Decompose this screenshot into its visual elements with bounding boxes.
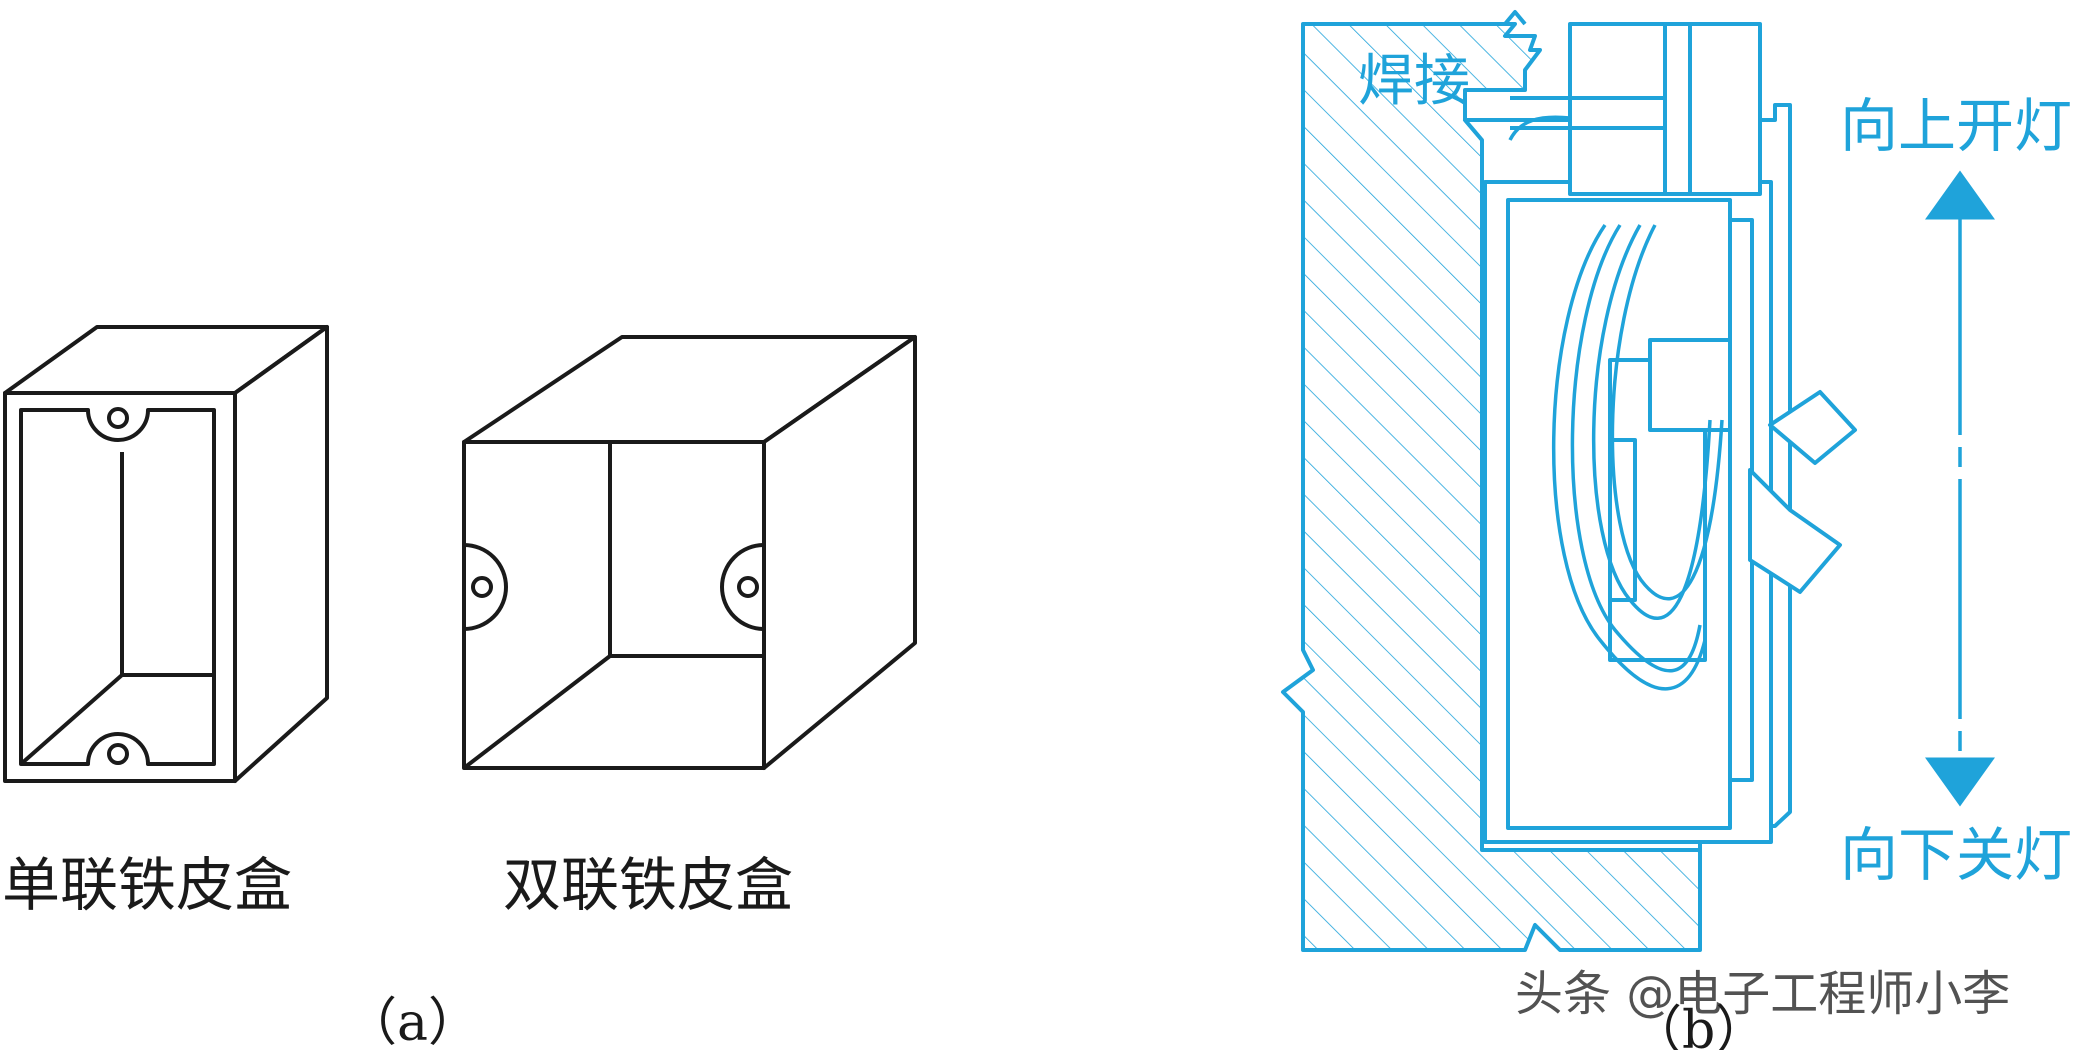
switch-down-label: 向下关灯 [1840, 821, 2072, 889]
switch-wires [1508, 115, 1724, 691]
panel-a-caption: （a） [345, 993, 480, 1050]
watermark: 头条 @电子工程师小李 [1515, 966, 2010, 1022]
switch-box-drawing [1463, 22, 1857, 852]
double-gang-box-label: 双联铁皮盒 [503, 851, 793, 919]
single-gang-box-drawing [3, 325, 329, 783]
double-gang-box-drawing [462, 335, 917, 770]
weld-label: 焊接 [1358, 49, 1470, 114]
panel-b-caption: （b） [1630, 1001, 1767, 1050]
single-gang-box-label: 单联铁皮盒 [2, 851, 292, 919]
switch-up-label: 向上开灯 [1840, 92, 2072, 160]
